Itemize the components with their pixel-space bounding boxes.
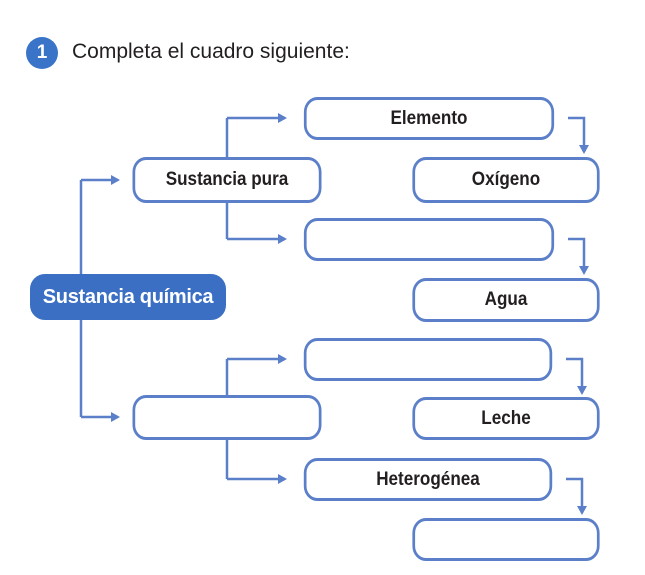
box-mixture-blank[interactable]	[132, 395, 322, 440]
box-element-example: Oxígeno	[412, 157, 600, 203]
box-compound-example: Agua	[412, 278, 600, 322]
box-element: Elemento	[303, 97, 555, 140]
instruction-text: Completa el cuadro siguiente:	[72, 40, 350, 63]
connector-element-to-example	[568, 116, 589, 154]
box-pure-substance: Sustancia pura	[132, 157, 322, 203]
box-heterogeneous: Heterogénea	[303, 458, 553, 501]
root-box-chemical-substance: Sustancia química	[30, 274, 226, 320]
connector-compound-to-example	[568, 237, 589, 275]
box-homogeneous-example: Leche	[412, 397, 600, 440]
box-homogeneous-blank[interactable]	[303, 338, 553, 381]
box-heterogeneous-example-blank[interactable]	[412, 518, 600, 561]
connector-homogeneous-to-example	[566, 357, 587, 395]
connector-heterogeneous-to-example	[566, 477, 587, 515]
box-compound-blank[interactable]	[303, 218, 555, 261]
exercise-number-badge: 1	[26, 37, 58, 69]
